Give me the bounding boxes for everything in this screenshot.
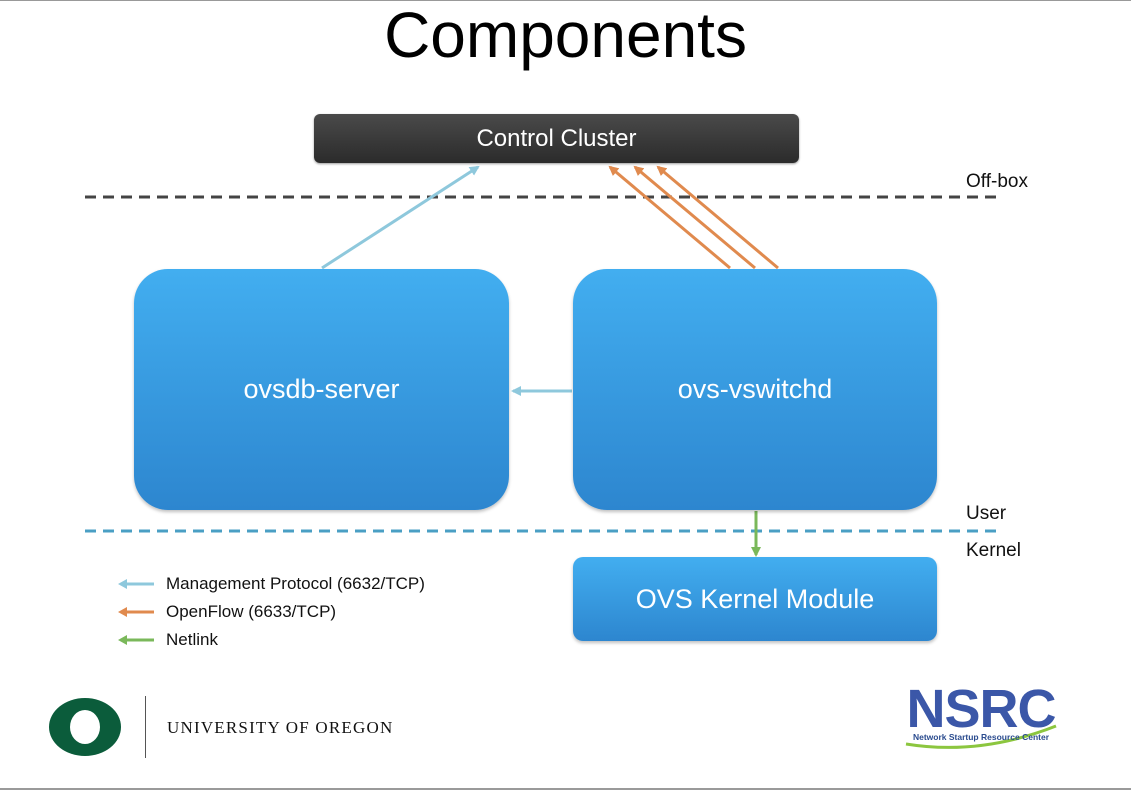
top-border: [0, 0, 1131, 1]
nsrc-swoosh-icon: [905, 724, 1057, 749]
openflow-arrow-1: [608, 165, 731, 270]
logo-divider: [145, 696, 146, 758]
management-arrow-to-cluster: [321, 165, 480, 270]
university-of-oregon-logo-icon: [49, 698, 121, 756]
legend-item-netlink: Netlink: [118, 629, 218, 651]
ovs-vswitchd-node: ovs-vswitchd: [573, 269, 937, 510]
openflow-legend-arrow-icon: [118, 607, 154, 617]
legend-label: Netlink: [166, 630, 218, 649]
off-box-label: Off-box: [966, 171, 1028, 192]
nsrc-wordmark: NSRC: [906, 679, 1056, 739]
nsrc-subtitle: Network Startup Resource Center: [912, 732, 1050, 742]
legend-item-openflow: OpenFlow (6633/TCP): [118, 601, 336, 623]
legend-label: Management Protocol (6632/TCP): [166, 574, 425, 593]
nsrc-logo: NSRC Network Startup Resource Center: [900, 679, 1062, 752]
user-label: User: [966, 503, 1007, 524]
openflow-arrow-2: [633, 165, 756, 270]
university-name: UNIVERSITY OF OREGON: [167, 718, 394, 737]
kernel-module-node: OVS Kernel Module: [573, 557, 937, 641]
control-cluster-node: Control Cluster: [314, 114, 799, 163]
kernel-label: Kernel: [966, 540, 1021, 561]
ovsdb-server-node: ovsdb-server: [134, 269, 509, 510]
slide-title: Components: [384, 0, 747, 71]
legend-item-management: Management Protocol (6632/TCP): [118, 573, 425, 595]
netlink-legend-arrow-icon: [118, 635, 154, 645]
openflow-arrow-3: [656, 165, 779, 270]
legend-label: OpenFlow (6633/TCP): [166, 602, 337, 621]
bottom-border: [0, 788, 1131, 790]
management-legend-arrow-icon: [118, 579, 154, 589]
